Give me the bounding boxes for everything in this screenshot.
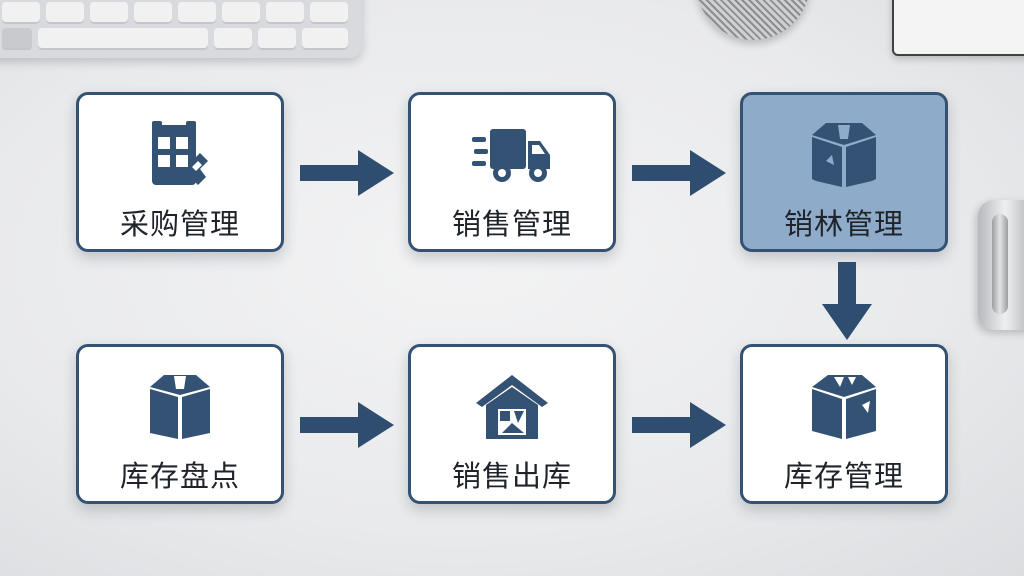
arrow-sales-out-to-inventory <box>632 402 726 448</box>
arrow-procurement-to-sales <box>300 150 394 196</box>
arrow-sales-to-sales-lin <box>632 150 726 196</box>
building-icon <box>152 121 208 185</box>
box-icon <box>150 375 210 439</box>
mesh-pen-holder-decoration <box>696 0 810 40</box>
node-sales-out: 销售出库 <box>408 344 616 504</box>
node-stock-take: 库存盘点 <box>76 344 284 504</box>
node-label: 库存盘点 <box>119 459 240 493</box>
keyboard-decoration <box>0 0 362 58</box>
node-procurement: 采购管理 <box>76 92 284 252</box>
truck-icon <box>472 129 550 182</box>
node-inventory: 库存管理 <box>740 344 948 504</box>
box-icon <box>812 375 876 439</box>
node-label: 销林管理 <box>783 207 904 241</box>
pen-clip-decoration <box>992 214 1008 314</box>
node-label: 销售管理 <box>451 207 572 241</box>
box-icon <box>812 123 876 187</box>
arrow-stock-take-to-sales-out <box>300 402 394 448</box>
node-label: 采购管理 <box>119 207 240 241</box>
node-label: 销售出库 <box>451 459 572 493</box>
arrow-sales-lin-to-inventory <box>822 262 872 340</box>
warehouse-icon <box>476 375 548 439</box>
node-sales: 销售管理 <box>408 92 616 252</box>
node-label: 库存管理 <box>783 459 904 493</box>
notebook-decoration <box>892 0 1024 56</box>
node-sales-lin: 销林管理 <box>740 92 948 252</box>
